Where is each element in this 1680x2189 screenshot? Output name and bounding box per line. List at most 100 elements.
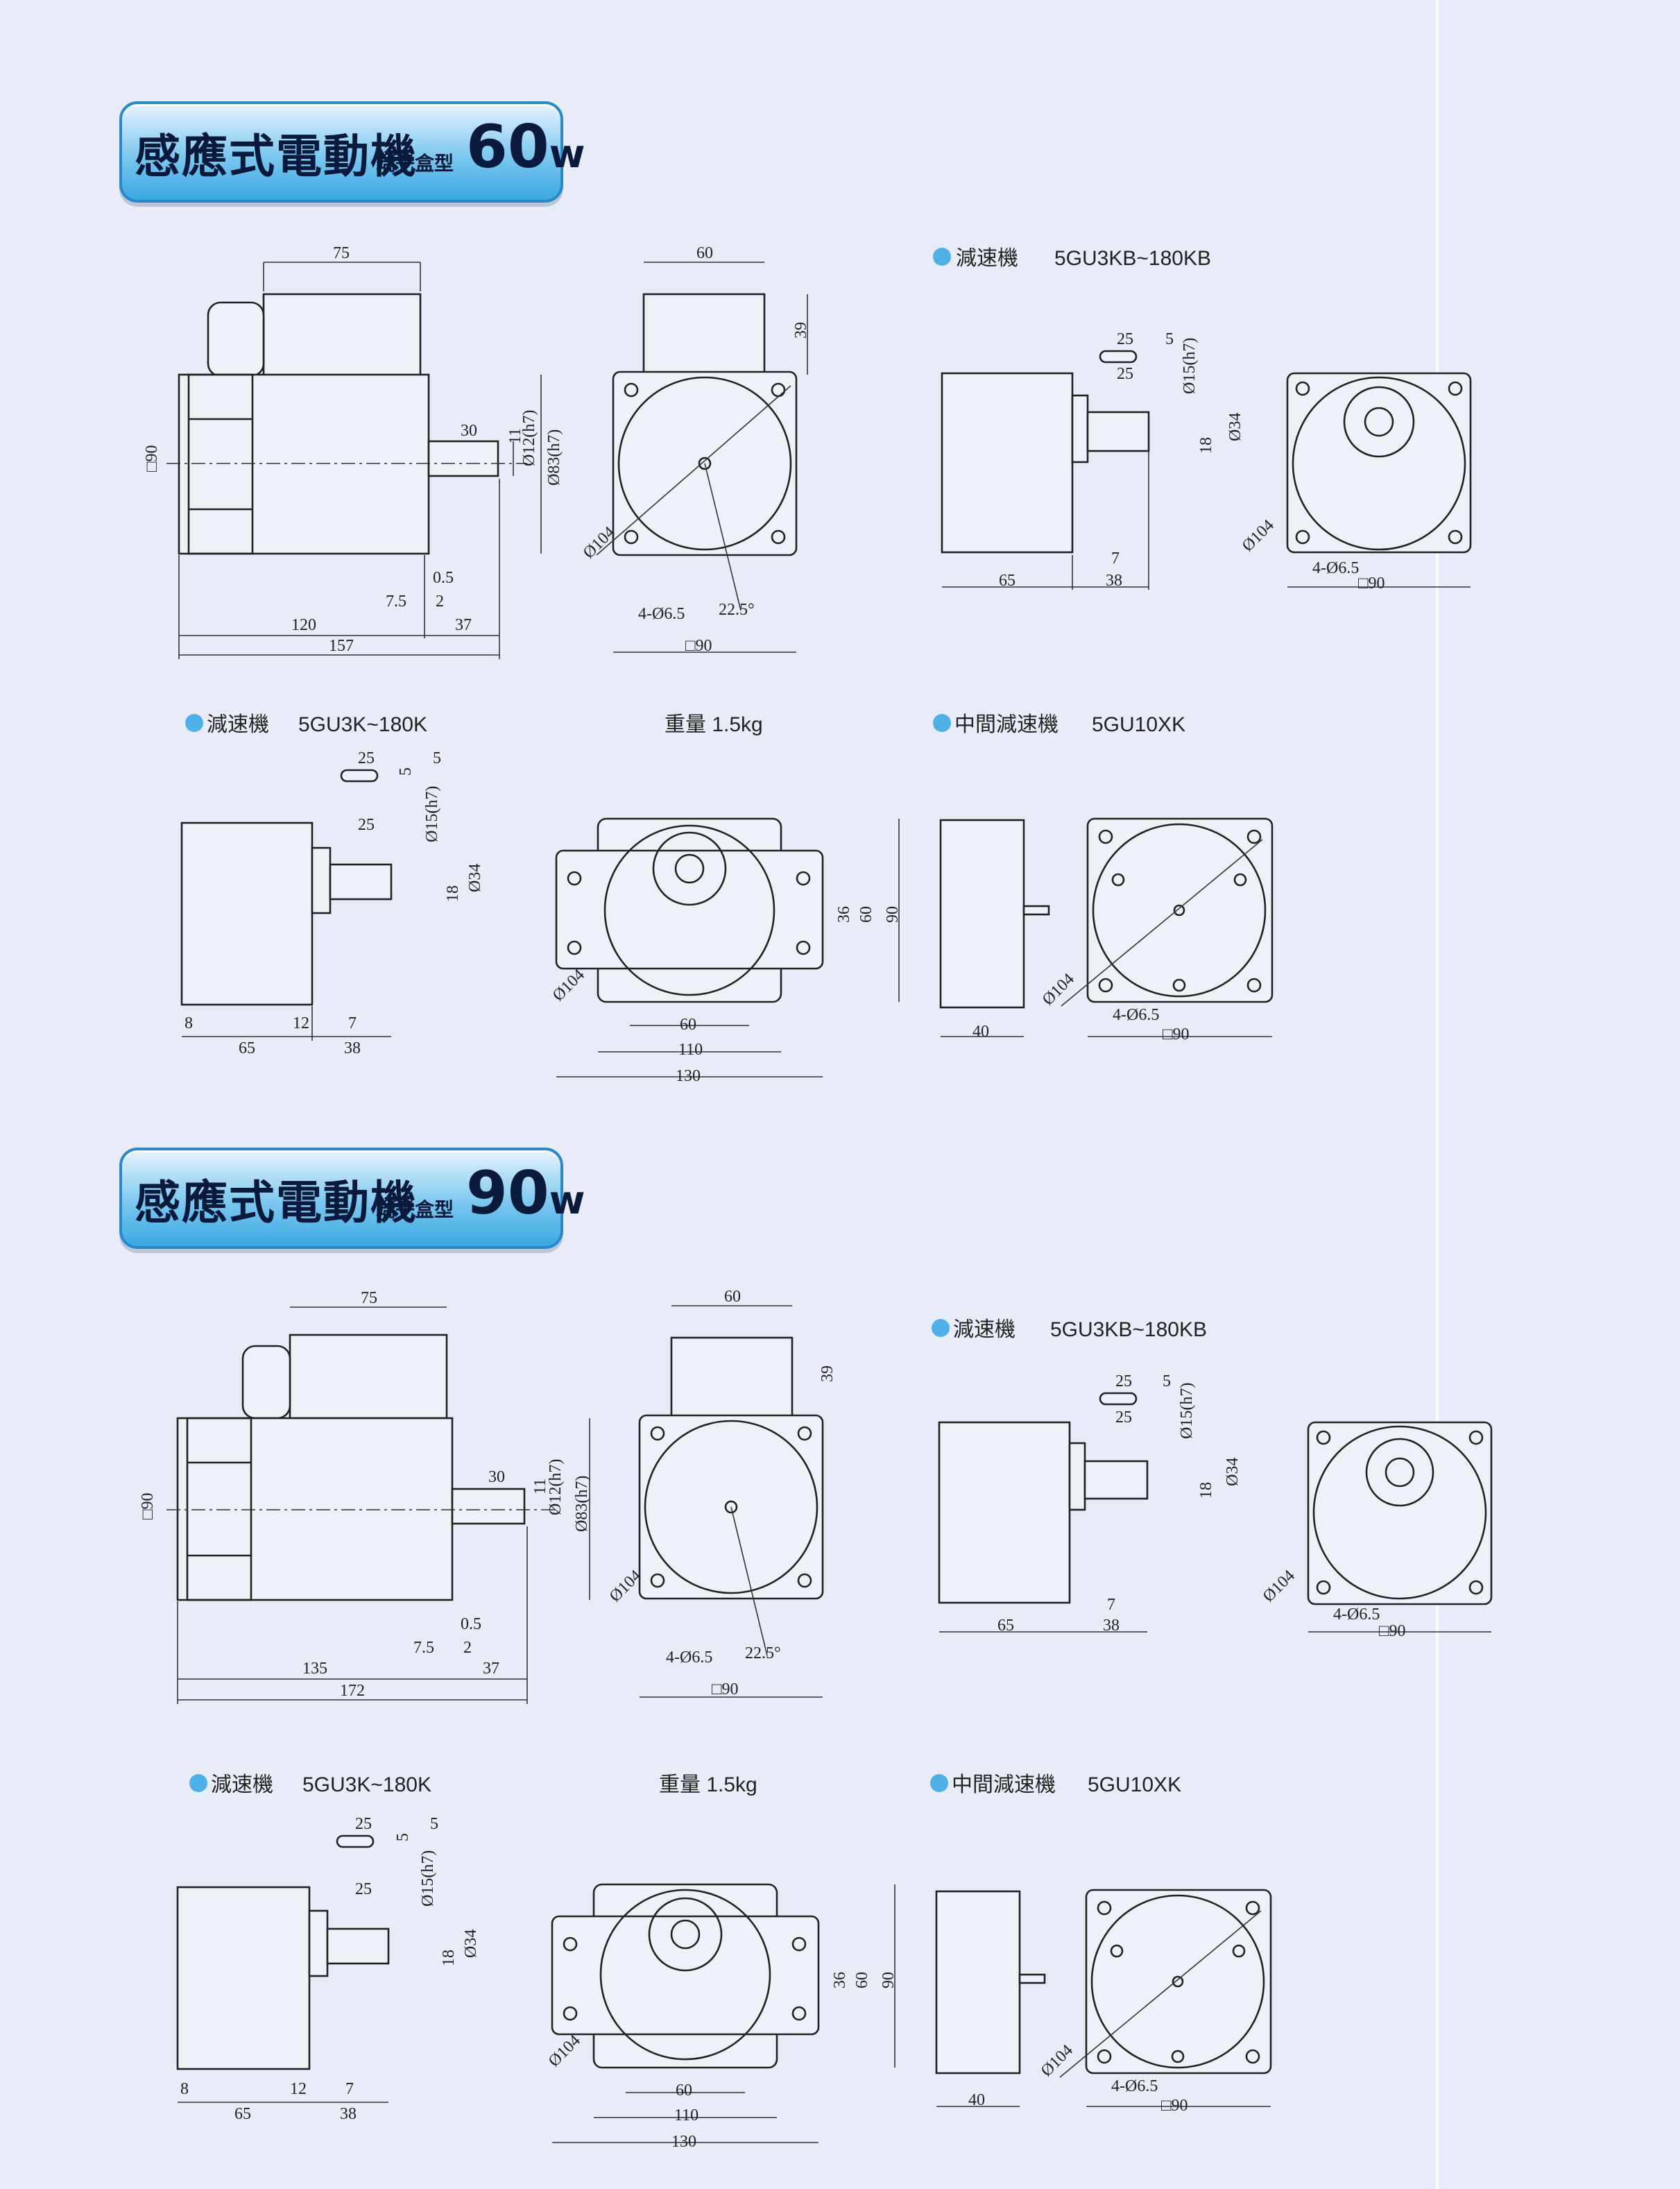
k-c: 7 bbox=[348, 1014, 357, 1032]
end-terminal-box bbox=[642, 293, 766, 376]
mid-gear-view bbox=[935, 1889, 1272, 2107]
dim-motor-top: 75 bbox=[333, 244, 350, 262]
dim-motor-height: □90 bbox=[143, 445, 161, 472]
gear-k-side-view bbox=[176, 1834, 390, 2103]
dim-a: 0.5 bbox=[461, 1615, 481, 1633]
k-k2: 5 bbox=[394, 1833, 412, 1841]
kb-holes: 4-Ø6.5 bbox=[1312, 559, 1359, 577]
k-l2: 38 bbox=[340, 2105, 357, 2123]
kb-l1: 65 bbox=[997, 1617, 1014, 1635]
gear-kb-model: 5GU3KB~180KB bbox=[1050, 1318, 1207, 1341]
dim-body: 135 bbox=[302, 1660, 327, 1678]
k-l1: 65 bbox=[234, 2105, 251, 2123]
kb-b7: 7 bbox=[1107, 1596, 1115, 1614]
gear-front-view bbox=[555, 817, 900, 1078]
k-k1: 25 bbox=[355, 1815, 372, 1833]
k-sh: Ø15(h7) bbox=[419, 1850, 437, 1907]
dim-d2: Ø12(h7) bbox=[547, 1459, 565, 1515]
mid-len: 40 bbox=[972, 1023, 989, 1041]
kb-k1: 25 bbox=[1115, 1372, 1132, 1390]
dim-b: 7.5 bbox=[413, 1639, 434, 1657]
title-sub: 端子盒型 bbox=[376, 1198, 454, 1221]
dim-motor-top: 75 bbox=[361, 1289, 377, 1307]
dim-a: 0.5 bbox=[433, 569, 454, 587]
k-k1: 25 bbox=[358, 749, 375, 767]
kb-h1: Ø34 bbox=[1224, 1458, 1242, 1486]
dim-c: 2 bbox=[436, 593, 444, 611]
bullet-icon bbox=[933, 714, 951, 732]
k-k4: 25 bbox=[358, 816, 375, 834]
dim-d3: Ø83(h7) bbox=[545, 429, 563, 486]
dim-shaft-len: 30 bbox=[461, 422, 477, 440]
weight-label: 重量 1.5kg bbox=[659, 1773, 757, 1796]
title-main: 感應式電動機 bbox=[135, 130, 418, 183]
weight-label: 重量 1.5kg bbox=[665, 713, 763, 736]
gear-k-model: 5GU3K~180K bbox=[302, 1773, 431, 1796]
end-holes: 4-Ø6.5 bbox=[666, 1649, 712, 1667]
k-l1: 65 bbox=[239, 1039, 255, 1057]
front-w1: 60 bbox=[680, 1016, 696, 1034]
motor-endcap bbox=[187, 373, 254, 555]
bullet-icon bbox=[189, 1774, 207, 1792]
kb-square: □90 bbox=[1379, 1622, 1406, 1640]
gear-front-view bbox=[551, 1883, 895, 2143]
mid-gear-view bbox=[939, 817, 1274, 1037]
k-a: 8 bbox=[185, 1014, 193, 1032]
mid-holes: 4-Ø6.5 bbox=[1113, 1006, 1159, 1024]
dim-total: 172 bbox=[340, 1682, 365, 1700]
k-l2: 38 bbox=[344, 1039, 361, 1057]
kb-k2: 5 bbox=[1163, 1372, 1171, 1390]
gear-k-side-view bbox=[180, 769, 393, 1041]
dim-d3: Ø83(h7) bbox=[573, 1476, 591, 1532]
kb-square: □90 bbox=[1358, 574, 1385, 593]
title-sub: 端子盒型 bbox=[376, 152, 454, 175]
gear-kb-side-view bbox=[941, 350, 1150, 590]
kb-b7: 7 bbox=[1111, 550, 1120, 568]
kb-diam: Ø104 bbox=[1239, 516, 1278, 555]
gear-kb-label: 減速機 bbox=[953, 1318, 1015, 1341]
gear-kb-end-view bbox=[1307, 1421, 1493, 1633]
mid-model: 5GU10XK bbox=[1092, 713, 1185, 736]
dim-shaft: 37 bbox=[455, 616, 472, 634]
kb-sh: Ø15(h7) bbox=[1178, 1383, 1196, 1439]
bullet-icon bbox=[185, 714, 203, 732]
bullet-icon bbox=[932, 1319, 950, 1337]
k-h1: Ø34 bbox=[466, 864, 484, 892]
k-a: 8 bbox=[180, 2080, 189, 2098]
kb-holes: 4-Ø6.5 bbox=[1333, 1605, 1380, 1624]
kb-diam: Ø104 bbox=[1260, 1567, 1298, 1605]
front-diam: Ø104 bbox=[545, 2032, 584, 2070]
end-holes: 4-Ø6.5 bbox=[638, 605, 685, 623]
title-watt: 60w bbox=[466, 112, 585, 182]
front-v2: 60 bbox=[857, 906, 875, 923]
kb-k1: 25 bbox=[1117, 330, 1133, 348]
front-diam: Ø104 bbox=[549, 966, 588, 1005]
title-watt: 90w bbox=[466, 1159, 585, 1228]
gear-k-model: 5GU3K~180K bbox=[298, 713, 427, 736]
dim-d1: 11 bbox=[531, 1479, 549, 1494]
mid-label: 中間減速機 bbox=[952, 1773, 1056, 1796]
mid-model: 5GU10XK bbox=[1088, 1773, 1181, 1796]
dim-b: 7.5 bbox=[386, 593, 406, 611]
k-b: 12 bbox=[293, 1014, 309, 1032]
kb-h1: Ø34 bbox=[1226, 413, 1244, 441]
title-main: 感應式電動機 bbox=[135, 1176, 418, 1229]
mid-len: 40 bbox=[968, 2091, 985, 2109]
end-top: 60 bbox=[724, 1288, 741, 1306]
end-right: 39 bbox=[818, 1365, 837, 1382]
k-h2: 18 bbox=[440, 1950, 458, 1966]
section-title-90w: 感應式電動機 端子盒型 90w bbox=[119, 1148, 585, 1249]
gear-kb-end-view bbox=[1286, 372, 1472, 588]
k-h1: Ø34 bbox=[462, 1930, 480, 1958]
dim-d2: Ø12(h7) bbox=[520, 410, 538, 466]
kb-h2: 18 bbox=[1197, 1482, 1215, 1499]
kb-sh: Ø15(h7) bbox=[1181, 338, 1199, 394]
kb-k3: 25 bbox=[1117, 365, 1133, 383]
section-title-60w: 感應式電動機 端子盒型 60w bbox=[119, 101, 585, 203]
front-w1: 60 bbox=[676, 2081, 692, 2099]
k-b: 12 bbox=[290, 2080, 307, 2098]
dim-c: 2 bbox=[463, 1639, 472, 1657]
end-square: □90 bbox=[685, 637, 712, 655]
mid-square: □90 bbox=[1163, 1025, 1190, 1044]
